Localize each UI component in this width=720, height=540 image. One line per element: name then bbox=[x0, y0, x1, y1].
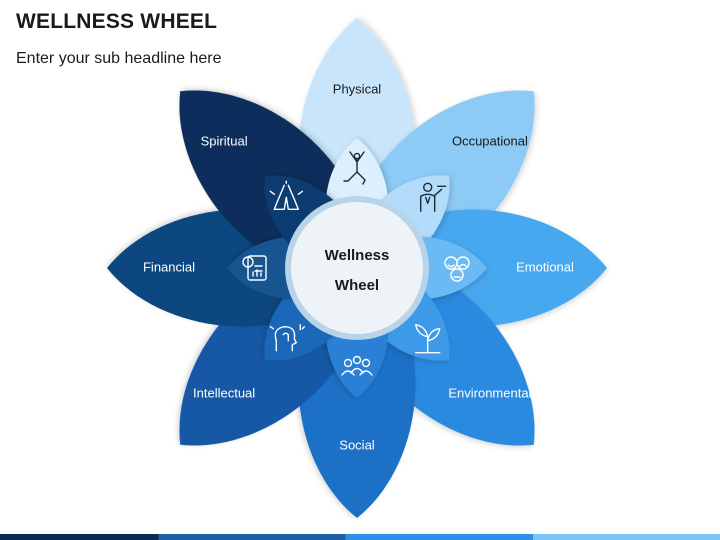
center-label-line2: Wheel bbox=[335, 277, 379, 294]
people-group-icon bbox=[341, 355, 373, 376]
petal-label-occupational: Occupational bbox=[452, 134, 528, 149]
center-label-line1: Wellness bbox=[325, 247, 390, 264]
petal-label-environmental: Environmental bbox=[448, 385, 531, 400]
page-subtitle: Enter your sub headline here bbox=[16, 50, 222, 67]
plant-icon bbox=[415, 324, 441, 354]
petal-label-emotional: Emotional bbox=[516, 259, 574, 274]
financial-report-icon bbox=[242, 255, 267, 281]
footer-color-bar bbox=[0, 534, 720, 540]
petal-label-financial: Financial bbox=[143, 259, 195, 274]
petal-label-intellectual: Intellectual bbox=[193, 385, 255, 400]
petal-label-physical: Physical bbox=[333, 81, 382, 96]
waiter-icon bbox=[420, 182, 447, 213]
praying-hands-icon bbox=[269, 180, 303, 211]
brain-ideas-icon bbox=[269, 324, 305, 352]
petal-label-spiritual: Spiritual bbox=[201, 134, 248, 149]
center-circle bbox=[291, 202, 423, 334]
page-title: WELLNESS WHEEL bbox=[16, 10, 218, 33]
petal-label-social: Social bbox=[339, 437, 375, 452]
emoji-faces-icon bbox=[444, 256, 470, 282]
yoga-pose-icon bbox=[343, 151, 366, 185]
